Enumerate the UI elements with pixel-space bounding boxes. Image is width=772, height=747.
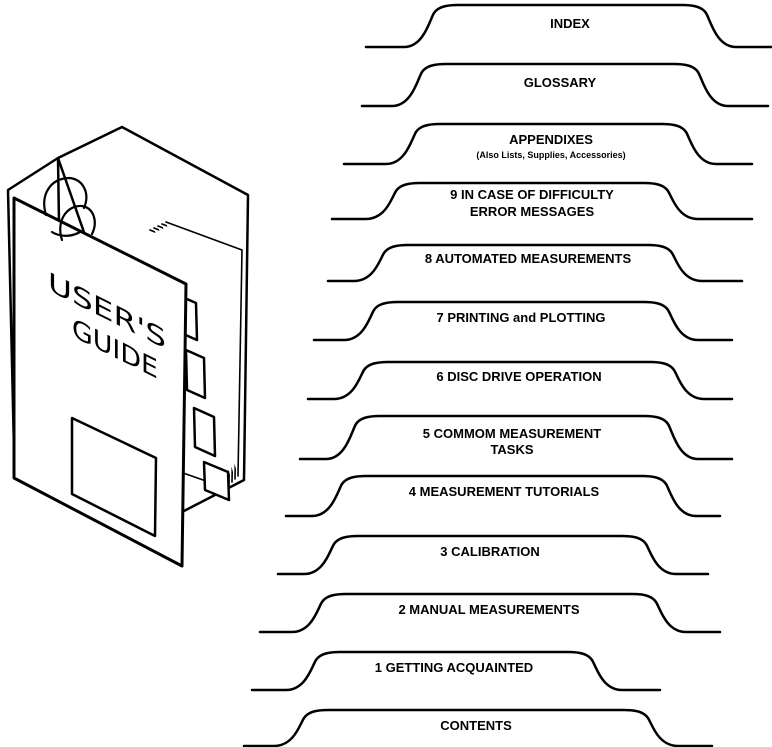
tab-label: CONTENTS (440, 718, 512, 733)
tab-outline (276, 534, 710, 576)
tab-label: 2 MANUAL MEASUREMENTS (398, 602, 579, 617)
tab-outline (312, 300, 734, 342)
tab-label: 1 GETTING ACQUAINTED (375, 660, 533, 675)
section-tab: 8 AUTOMATED MEASUREMENTS (326, 243, 744, 283)
section-tab: APPENDIXES (Also Lists, Supplies, Accesso… (342, 122, 754, 166)
section-tab: INDEX (364, 3, 772, 49)
tab-label: TASKS (490, 442, 533, 457)
section-tab: 1 GETTING ACQUAINTED (250, 650, 662, 692)
tab-label: INDEX (550, 16, 590, 31)
tab-outline (258, 592, 722, 634)
section-tab: 4 MEASUREMENT TUTORIALS (284, 474, 722, 518)
tab-outline (250, 650, 662, 692)
binder-rings (43, 176, 96, 242)
section-tab: CONTENTS (242, 708, 714, 747)
tab-outline (364, 3, 772, 49)
tab-outline (306, 360, 734, 401)
tab-label: 9 IN CASE OF DIFFICULTY (450, 187, 614, 202)
tab-label: 7 PRINTING and PLOTTING (436, 310, 605, 325)
tab-outline (298, 414, 734, 461)
section-tab: 6 DISC DRIVE OPERATION (306, 360, 734, 401)
tab-outline (360, 62, 770, 108)
tab-label: 8 AUTOMATED MEASUREMENTS (425, 251, 632, 266)
tab-label: 5 COMMOM MEASUREMENT (423, 426, 601, 441)
section-tab: 3 CALIBRATION (276, 534, 710, 576)
tab-label: 4 MEASUREMENT TUTORIALS (409, 484, 600, 499)
tab-label: 6 DISC DRIVE OPERATION (436, 369, 601, 384)
section-tab: 7 PRINTING and PLOTTING (312, 300, 734, 342)
tab-label: GLOSSARY (524, 75, 597, 90)
tab-outline (330, 181, 754, 221)
tab-label: ERROR MESSAGES (470, 204, 595, 219)
section-tab: GLOSSARY (360, 62, 770, 108)
binder-label-box (70, 416, 158, 538)
tab-outline (242, 708, 714, 747)
tab-stack: INDEX GLOSSARY APPENDIXES (Also Lists, Supp… (242, 3, 772, 747)
tab-sublabel: (Also Lists, Supplies, Accessories) (476, 150, 625, 160)
tab-outline (284, 474, 722, 518)
binder-illustration (6, 125, 250, 568)
tab-outline (326, 243, 744, 283)
tab-label: 3 CALIBRATION (440, 544, 539, 559)
binder-tab-dividers (178, 294, 231, 502)
section-tab: 9 IN CASE OF DIFFICULTY ERROR MESSAGES (330, 181, 754, 221)
tab-outline (342, 122, 754, 166)
section-tab: 2 MANUAL MEASUREMENTS (258, 592, 722, 634)
tab-label: APPENDIXES (509, 132, 593, 147)
